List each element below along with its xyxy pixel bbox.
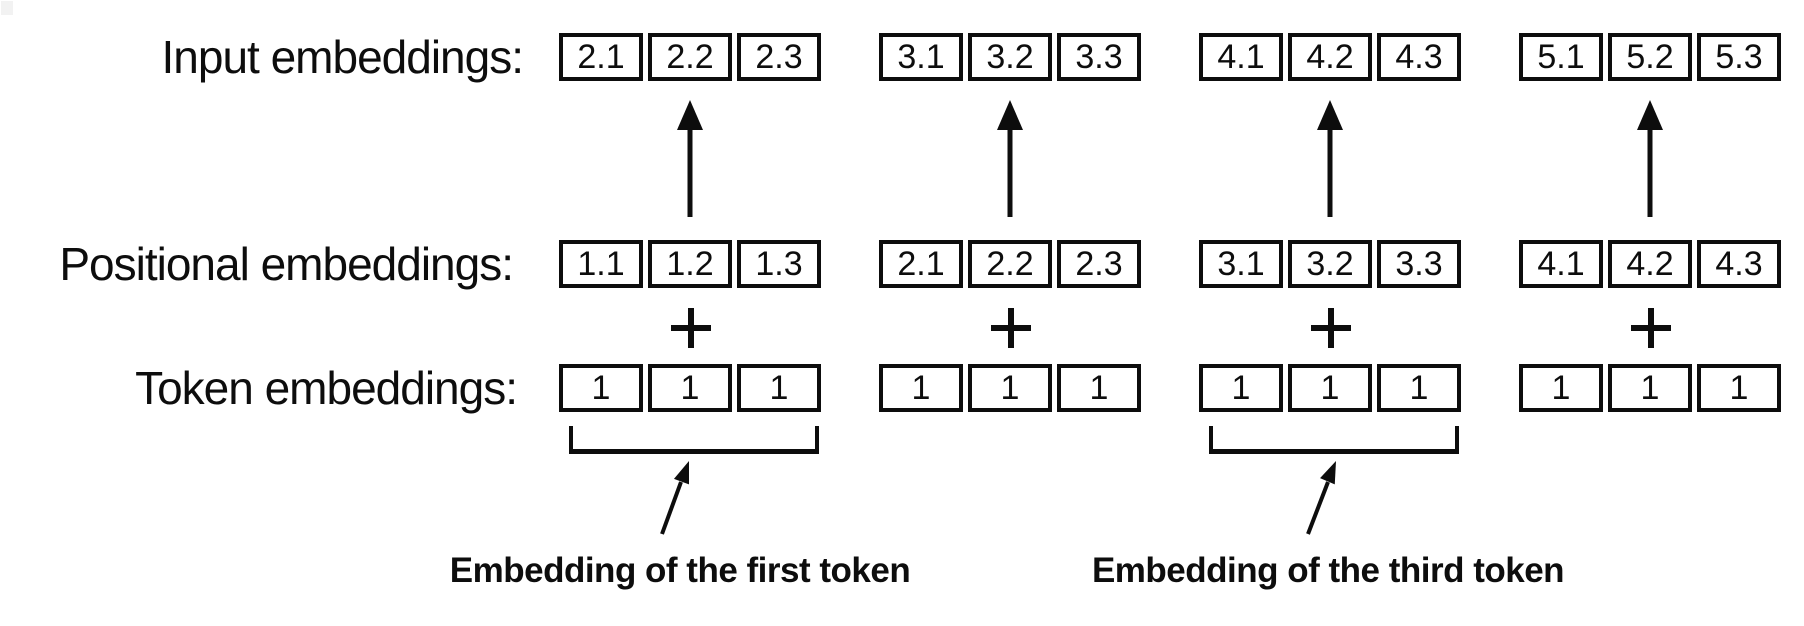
sum-arrow-up-icon	[677, 100, 703, 217]
embedding-cell: 4.3	[1377, 33, 1461, 81]
embedding-cell: 4.1	[1519, 240, 1603, 288]
embedding-cell: 3.3	[1057, 33, 1141, 81]
embedding-cell: 2.1	[559, 33, 643, 81]
embedding-cell: 1.2	[648, 240, 732, 288]
embedding-cell: 5.1	[1519, 33, 1603, 81]
embedding-cell: 1	[1057, 364, 1141, 412]
embedding-cell: 1	[648, 364, 732, 412]
caption-first-token: Embedding of the first token	[449, 551, 911, 590]
token-embeddings-group-2: 1 1 1	[879, 364, 1141, 412]
embedding-cell: 3.2	[968, 33, 1052, 81]
embedding-cell: 3.1	[1199, 240, 1283, 288]
embedding-cell: 4.2	[1608, 240, 1692, 288]
embedding-cell: 1	[879, 364, 963, 412]
embedding-cell: 1	[968, 364, 1052, 412]
sum-arrow-up-icon	[1317, 100, 1343, 217]
input-embeddings-group-3: 4.1 4.2 4.3	[1199, 33, 1461, 81]
embedding-cell: 1	[737, 364, 821, 412]
embedding-cell: 2.2	[968, 240, 1052, 288]
embedding-cell: 1	[1608, 364, 1692, 412]
sum-arrow-up-icon	[1637, 100, 1663, 217]
embedding-cell: 4.1	[1199, 33, 1283, 81]
embedding-cell: 1.3	[737, 240, 821, 288]
embedding-cell: 1	[1519, 364, 1603, 412]
caption-arrow-icon	[660, 461, 689, 535]
embedding-cell: 1	[1288, 364, 1372, 412]
positional-embeddings-label: Positional embeddings:	[59, 238, 514, 290]
plus-operator-icon	[991, 308, 1031, 348]
screenshot-corner-artifact	[1, 1, 13, 15]
plus-operator-icon	[671, 308, 711, 348]
input-embeddings-group-1: 2.1 2.2 2.3	[559, 33, 821, 81]
embedding-cell: 2.3	[1057, 240, 1141, 288]
embedding-cell: 4.2	[1288, 33, 1372, 81]
input-embeddings-label: Input embeddings:	[161, 31, 525, 83]
positional-embeddings-group-1: 1.1 1.2 1.3	[559, 240, 821, 288]
positional-embeddings-group-2: 2.1 2.2 2.3	[879, 240, 1141, 288]
input-embeddings-group-2: 3.1 3.2 3.3	[879, 33, 1141, 81]
embedding-cell: 3.3	[1377, 240, 1461, 288]
embedding-cell: 1	[559, 364, 643, 412]
token-embeddings-group-4: 1 1 1	[1519, 364, 1781, 412]
embedding-cell: 1.1	[559, 240, 643, 288]
embedding-cell: 4.3	[1697, 240, 1781, 288]
embedding-cell: 3.1	[879, 33, 963, 81]
embedding-cell: 5.2	[1608, 33, 1692, 81]
token-group-bracket-first	[569, 426, 819, 454]
embedding-cell: 2.1	[879, 240, 963, 288]
embedding-cell: 1	[1377, 364, 1461, 412]
token-embeddings-group-3: 1 1 1	[1199, 364, 1461, 412]
caption-third-token: Embedding of the third token	[1091, 551, 1565, 590]
embedding-cell: 3.2	[1288, 240, 1372, 288]
input-embeddings-group-4: 5.1 5.2 5.3	[1519, 33, 1781, 81]
token-embeddings-label: Token embeddings:	[135, 362, 518, 414]
token-group-bracket-third	[1209, 426, 1459, 454]
embedding-cell: 5.3	[1697, 33, 1781, 81]
embedding-cell: 2.3	[737, 33, 821, 81]
token-embeddings-group-1: 1 1 1	[559, 364, 821, 412]
sum-arrow-up-icon	[997, 100, 1023, 217]
positional-embeddings-group-3: 3.1 3.2 3.3	[1199, 240, 1461, 288]
caption-arrow-icon	[1306, 461, 1336, 535]
plus-operator-icon	[1311, 308, 1351, 348]
embedding-cell: 1	[1697, 364, 1781, 412]
plus-operator-icon	[1631, 308, 1671, 348]
embedding-cell: 2.2	[648, 33, 732, 81]
embedding-cell: 1	[1199, 364, 1283, 412]
positional-embeddings-group-4: 4.1 4.2 4.3	[1519, 240, 1781, 288]
